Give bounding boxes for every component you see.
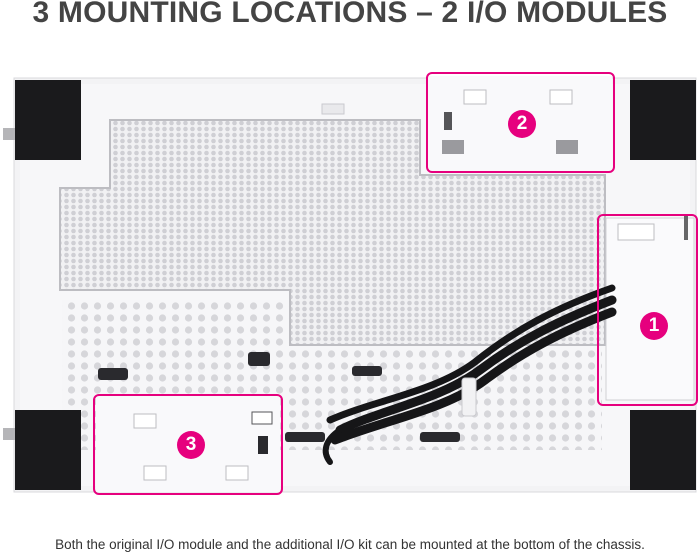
mesh-filter xyxy=(59,119,606,346)
cable-bundle xyxy=(322,284,617,465)
io-module-1 xyxy=(605,217,695,401)
callout-badge-2: 2 xyxy=(508,110,536,138)
callout-frame-3 xyxy=(93,394,283,495)
callout-badge-1: 1 xyxy=(640,312,668,340)
foot-bottom-right xyxy=(630,410,696,490)
callout-frame-2 xyxy=(426,72,615,173)
foot-bottom-left xyxy=(15,410,81,490)
foot-top-left xyxy=(15,80,81,160)
foot-top-right xyxy=(630,80,696,160)
page-title: 3 MOUNTING LOCATIONS – 2 I/O MODULES xyxy=(32,0,668,29)
callout-frame-1 xyxy=(597,214,698,406)
caption-text: Both the original I/O module and the add… xyxy=(55,537,645,552)
callout-badge-3: 3 xyxy=(177,431,205,459)
